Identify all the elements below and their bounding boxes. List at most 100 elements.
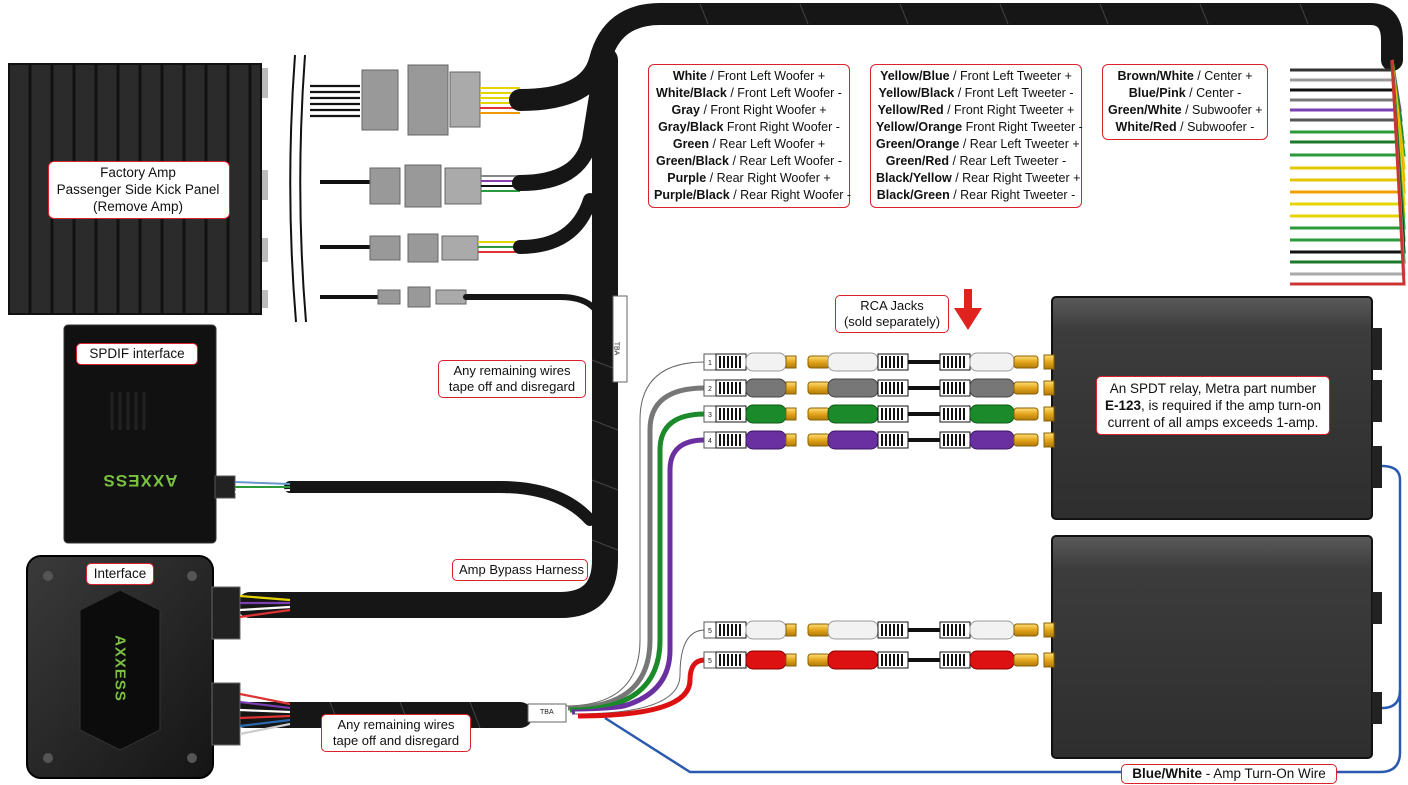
- wire-sep: /: [1185, 86, 1197, 100]
- amp-rca-input: [1043, 406, 1055, 422]
- amplifier-bottom: [1051, 535, 1382, 759]
- factory-amp-title: Factory Amp Passenger Side Kick Panel (R…: [56, 165, 220, 214]
- rca-plug: [745, 352, 787, 372]
- rca-number: 5: [708, 658, 712, 665]
- amp-rca-input: [1043, 380, 1055, 396]
- wire-table-row: Purple / Rear Right Woofer +: [654, 170, 844, 187]
- turn-on-wire-label: Blue/White - Amp Turn-On Wire: [1121, 764, 1337, 784]
- wire-table-row: Yellow/Red / Front Right Tweeter +: [876, 102, 1076, 119]
- wire-sep: /: [1176, 120, 1188, 134]
- interface-label: Interface: [86, 563, 154, 585]
- wire-function: Front Right Woofer -: [726, 120, 840, 134]
- tba-text-top: TBA: [612, 341, 620, 356]
- wire-color: Purple: [667, 171, 707, 185]
- wire-color: Brown/White: [1117, 69, 1194, 83]
- rca-plug: [745, 430, 787, 450]
- rca-plug-tip: [1013, 407, 1039, 421]
- wire-color: Green/White: [1108, 103, 1182, 117]
- rca-plug: [969, 430, 1015, 450]
- wire-table-row: White/Black / Front Left Woofer -: [654, 85, 844, 102]
- rca-plug-tip: [1013, 653, 1039, 667]
- wire-function: Rear Right Tweeter -: [960, 188, 1076, 202]
- tba-text-bottom: TBA: [540, 709, 554, 716]
- wire-function: Center -: [1196, 86, 1242, 100]
- bypass-harness-label: Amp Bypass Harness: [452, 559, 588, 581]
- rca-jack-tip: [807, 433, 831, 447]
- rca-number: 5: [708, 628, 712, 635]
- wire-table-row: Green/Black / Rear Left Woofer -: [654, 153, 844, 170]
- down-arrow-icon: [954, 289, 982, 330]
- wire-function: Rear Left Woofer -: [739, 154, 842, 168]
- rca-number: 2: [708, 386, 712, 393]
- amp-rca-input: [1043, 622, 1055, 638]
- brand-logo-interface: AXXESS: [111, 635, 129, 702]
- rca-plug: [969, 378, 1015, 398]
- rca-jack: [827, 352, 879, 372]
- wire-table-row: White/Red / Subwoofer -: [1108, 119, 1262, 136]
- rca-jack-tip: [807, 355, 831, 369]
- wire-color: White/Black: [656, 86, 727, 100]
- wire-function: Front Left Woofer +: [717, 69, 826, 83]
- wire-sep: /: [726, 86, 738, 100]
- rca-plug: [969, 650, 1015, 670]
- rca-jack: [827, 620, 879, 640]
- rca-plug-tip: [1013, 433, 1039, 447]
- rca-plug-tip: [785, 623, 797, 637]
- wire-table-row: Green/White / Subwoofer +: [1108, 102, 1263, 119]
- brand-logo-spdif: AXXESS: [102, 471, 178, 490]
- wire-sep: /: [949, 154, 960, 168]
- wire-table-row: Yellow/Black / Front Left Tweeter -: [876, 85, 1076, 102]
- wire-sep: /: [699, 103, 711, 117]
- wire-sep: /: [959, 137, 970, 151]
- wire-table-row: Green/Red / Rear Left Tweeter -: [876, 153, 1076, 170]
- wire-function: Rear Right Tweeter +: [962, 171, 1081, 185]
- wire-function: Front Right Tweeter +: [954, 103, 1075, 117]
- wire-function: Subwoofer +: [1192, 103, 1263, 117]
- rca-plug-tip: [785, 653, 797, 667]
- wire-table-row: Purple/Black / Rear Right Woofer -: [654, 187, 851, 204]
- tba-tag-top: [612, 295, 628, 383]
- rca-plug-tip: [785, 381, 797, 395]
- wire-color: Green/Red: [885, 154, 950, 168]
- rca-plug: [745, 650, 787, 670]
- wire-function: Rear Left Tweeter +: [969, 137, 1080, 151]
- wire-function: Front Right Tweeter -: [965, 120, 1083, 134]
- wire-function: Front Left Tweeter +: [959, 69, 1072, 83]
- wire-function: Subwoofer -: [1187, 120, 1255, 134]
- wire-break-marks: [289, 54, 307, 323]
- wire-function: Rear Right Woofer +: [716, 171, 831, 185]
- rca-plug-tip: [785, 355, 797, 369]
- wire-sep: /: [1193, 69, 1205, 83]
- rca-plug: [745, 378, 787, 398]
- wire-color: Black/Yellow: [876, 171, 952, 185]
- rca-jack: [827, 404, 879, 424]
- rca-plug-tip: [1013, 381, 1039, 395]
- wire-table-row: Green / Rear Left Woofer +: [654, 136, 844, 153]
- wire-function: Front Right Woofer +: [710, 103, 827, 117]
- rca-jacks-label: RCA Jacks (sold separately): [835, 295, 949, 333]
- wire-color: Blue/Pink: [1128, 86, 1186, 100]
- rca-plug-tip: [785, 433, 797, 447]
- factory-connectors: [310, 64, 520, 308]
- wire-color: Yellow/Blue: [880, 69, 950, 83]
- interface-box: [26, 555, 291, 779]
- rca-jack: [827, 430, 879, 450]
- wire-function: Rear Left Tweeter -: [959, 154, 1067, 168]
- wire-color: Yellow/Orange: [876, 120, 963, 134]
- wire-sep: /: [1181, 103, 1193, 117]
- rca-jack-tip: [807, 653, 831, 667]
- factory-amp-label-box: [48, 161, 230, 219]
- wire-color: Purple/Black: [654, 188, 730, 202]
- wire-function: Front Left Tweeter -: [964, 86, 1074, 100]
- wire-sep: /: [708, 137, 720, 151]
- wire-color: Gray: [671, 103, 700, 117]
- wire-table-row: Gray / Front Right Woofer +: [654, 102, 844, 119]
- amp-rca-input: [1043, 652, 1055, 668]
- wire-table-row: Brown/White / Center +: [1108, 68, 1262, 85]
- wire-color: White: [672, 69, 707, 83]
- spdif-label: SPDIF interface: [76, 343, 198, 365]
- wire-function: Center +: [1204, 69, 1253, 83]
- wire-sep: /: [949, 188, 961, 202]
- spdif-box: [63, 324, 291, 544]
- rca-jack-tip: [807, 407, 831, 421]
